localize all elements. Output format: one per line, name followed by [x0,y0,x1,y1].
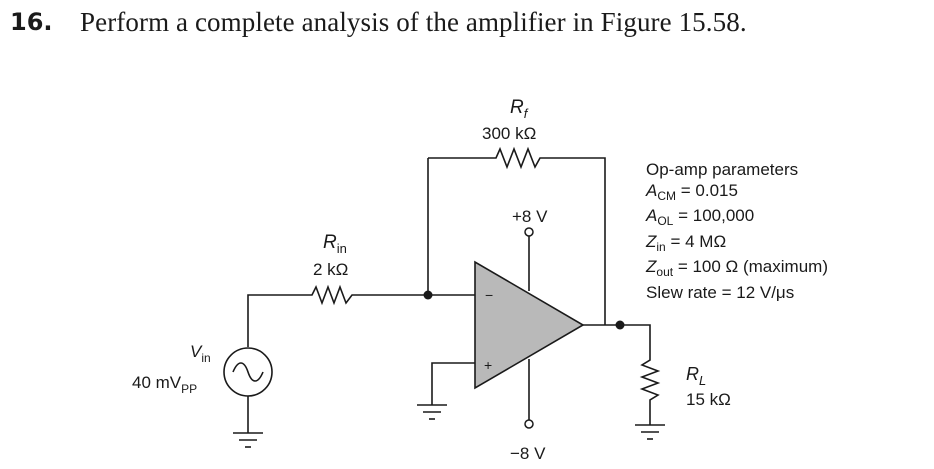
question-number: 16. [10,8,53,36]
rf-value: 300 kΩ [482,124,536,143]
param-zout: Zout = 100 Ω (maximum) [646,257,828,279]
vin-label: Vin [190,342,211,365]
noninverting-input-sign: + [484,357,492,373]
vin-value: 40 mVPP [132,373,197,396]
negative-supply-terminal [524,419,534,429]
input-resistor [247,284,475,347]
ground-noninverting-icon [417,404,447,420]
rin-label: Rin [323,232,347,256]
ground-source-icon [233,432,263,448]
positive-supply-label: +8 V [512,207,548,226]
load-resistor [620,324,661,425]
ac-source [223,347,273,397]
rf-label: Rf [510,97,529,121]
question-text: Perform a complete analysis of the ampli… [80,7,747,37]
param-aol: AOL = 100,000 [646,206,755,228]
positive-supply-terminal [524,227,534,237]
param-slew-rate: Slew rate = 12 V/μs [646,282,795,302]
feedback-resistor [427,146,606,325]
ground-load-icon [635,424,665,440]
negative-supply-label: −8 V [510,444,546,463]
rl-label: RL [686,364,706,388]
rin-value: 2 kΩ [313,260,348,279]
param-zin: Zin = 4 MΩ [646,231,727,254]
op-amp-triangle [474,260,585,390]
inverting-node-dot [423,290,433,300]
inverting-input-sign: − [485,287,493,303]
param-acm: ACM = 0.015 [646,180,738,203]
params-title: Op-amp parameters [646,160,799,179]
op-amp-parameters: Op-amp parameters ACM = 0.015 AOL = 100,… [646,160,828,303]
rl-value: 15 kΩ [686,390,731,409]
